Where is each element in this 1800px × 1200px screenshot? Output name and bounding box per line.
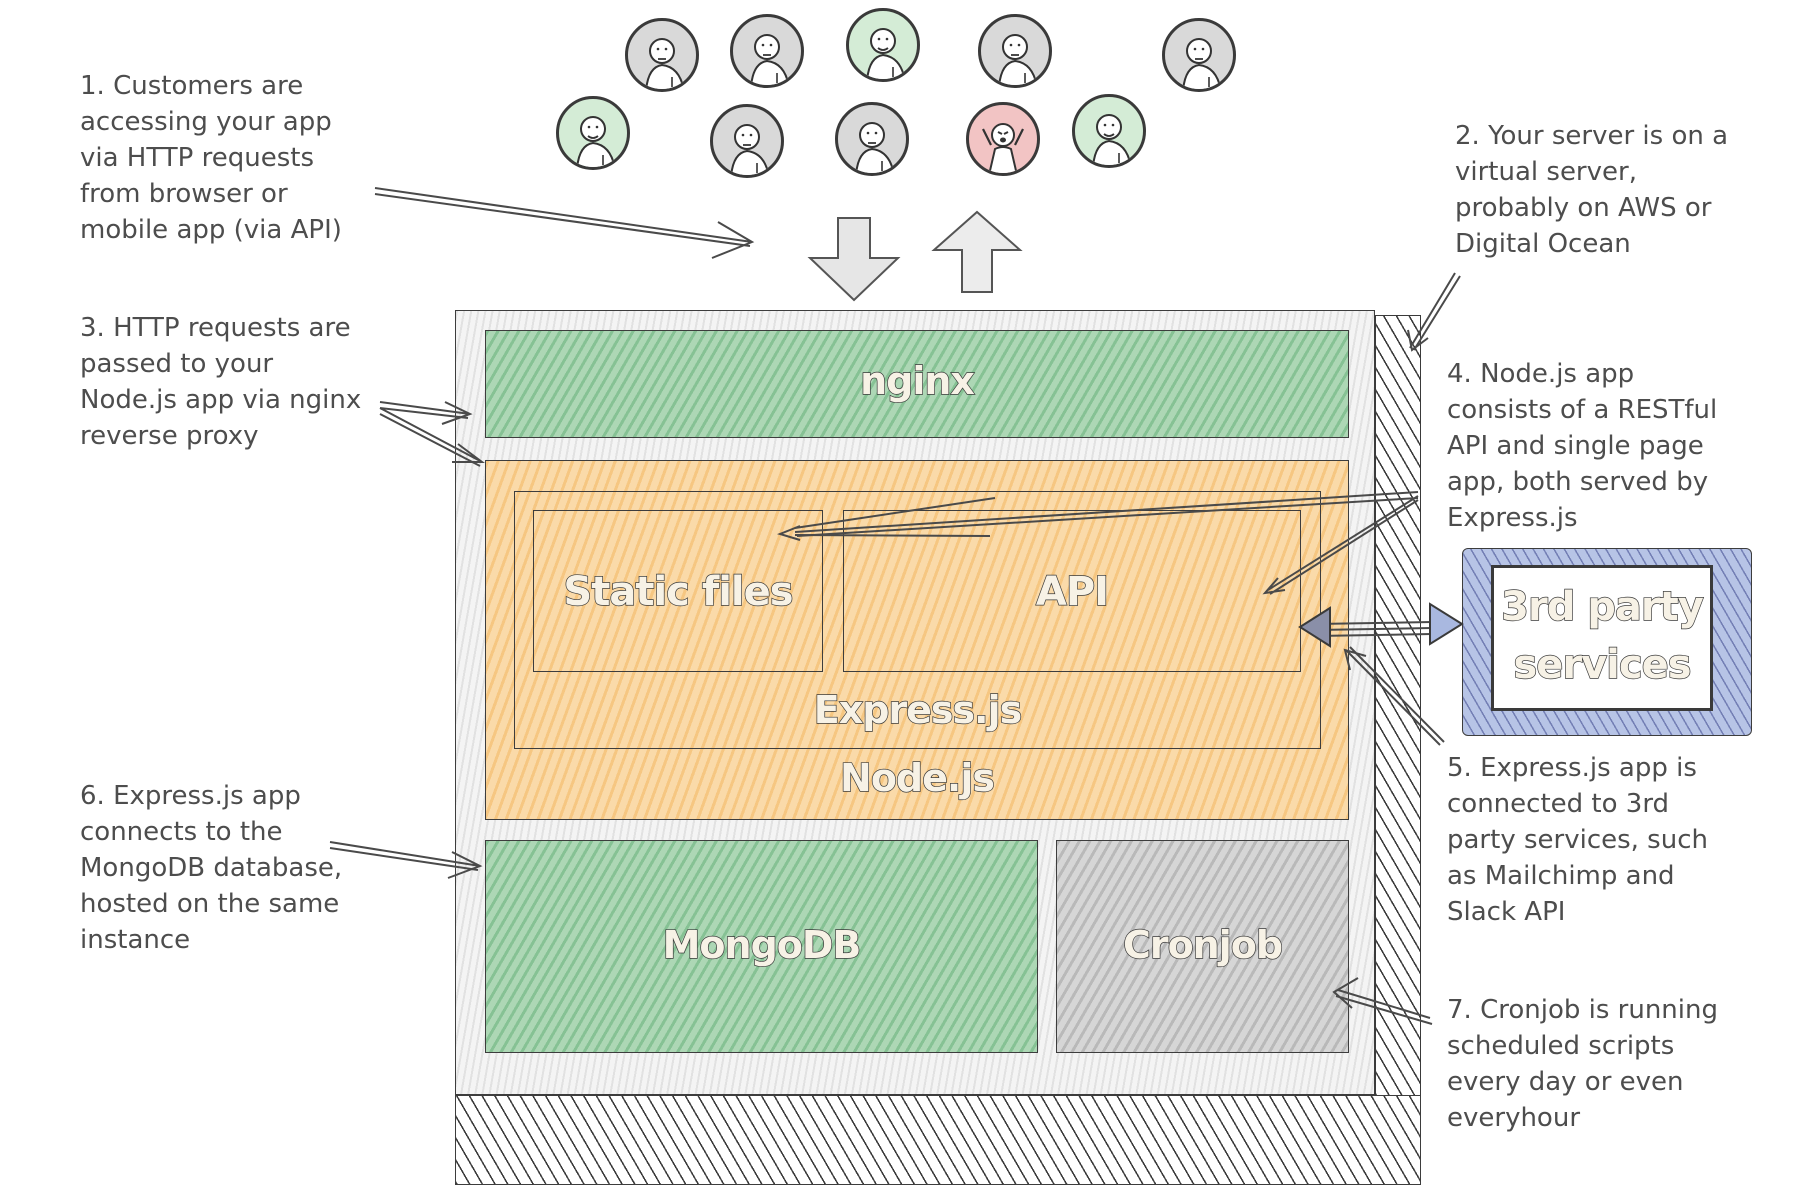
customer-avatar-neutral — [730, 14, 804, 88]
server-3d-bottom — [455, 1095, 1421, 1185]
arrow-note-1 — [374, 187, 755, 259]
arrow-note-4-static — [794, 497, 996, 537]
server-3d-side — [1375, 315, 1421, 1185]
express-box: Static files API Express.js — [514, 491, 1321, 749]
arrow-note-6 — [329, 841, 483, 879]
arrow-note-2 — [1407, 272, 1461, 352]
customer-avatar-happy — [846, 8, 920, 82]
api-label: API — [1035, 568, 1110, 615]
nodejs-box: Static files API Express.js Node.js — [485, 460, 1349, 820]
mongodb-box: MongoDB — [485, 840, 1038, 1053]
nodejs-label: Node.js — [839, 755, 995, 800]
customer-avatar-neutral — [1162, 18, 1236, 92]
customer-avatar-neutral — [835, 102, 909, 176]
arrow-note-7 — [1332, 977, 1433, 1025]
nginx-label: nginx — [859, 358, 975, 403]
arrow-note-4 — [776, 491, 1419, 595]
express-label: Express.js — [813, 687, 1023, 732]
note-6-mongodb: 6. Express.js app connects to the MongoD… — [80, 781, 343, 955]
cronjob-box: Cronjob — [1056, 840, 1349, 1053]
arrow-note-3 — [379, 401, 485, 467]
customer-avatar-angry — [966, 102, 1040, 176]
customer-avatar-neutral — [710, 104, 784, 178]
customer-avatar-happy — [556, 96, 630, 170]
note-1-customers: 1. Customers are accessing your app via … — [80, 71, 342, 245]
customer-avatar-neutral — [978, 14, 1052, 88]
note-3-nginx-proxy: 3. HTTP requests are passed to your Node… — [80, 313, 362, 451]
note-4-node-app: 4. Node.js app consists of a RESTful API… — [1447, 359, 1718, 533]
customer-avatar-neutral — [625, 18, 699, 92]
customer-avatar-happy — [1072, 94, 1146, 168]
third-party-box: 3rd party services — [1491, 565, 1713, 711]
arrow-note-5 — [1343, 646, 1445, 746]
link-arrowhead-left — [1298, 606, 1331, 648]
third-party-frame: 3rd party services — [1462, 548, 1752, 736]
cronjob-label: Cronjob — [1122, 922, 1284, 967]
link-arrowhead-right — [1429, 602, 1464, 646]
static-files-box: Static files — [533, 510, 823, 672]
response-up-arrow — [931, 210, 1023, 293]
api-box: API — [843, 510, 1301, 672]
static-files-label: Static files — [563, 568, 795, 615]
note-2-virtual-server: 2. Your server is on a virtual server, p… — [1455, 121, 1729, 259]
api-third-party-link — [1315, 621, 1433, 637]
request-down-arrow — [807, 217, 901, 302]
mongodb-label: MongoDB — [662, 922, 862, 967]
nginx-box: nginx — [485, 330, 1349, 438]
note-5-third-party: 5. Express.js app is connected to 3rd pa… — [1447, 753, 1708, 927]
note-7-cronjob: 7. Cronjob is running scheduled scripts … — [1447, 995, 1718, 1133]
third-party-label: 3rd party services — [1500, 583, 1704, 688]
